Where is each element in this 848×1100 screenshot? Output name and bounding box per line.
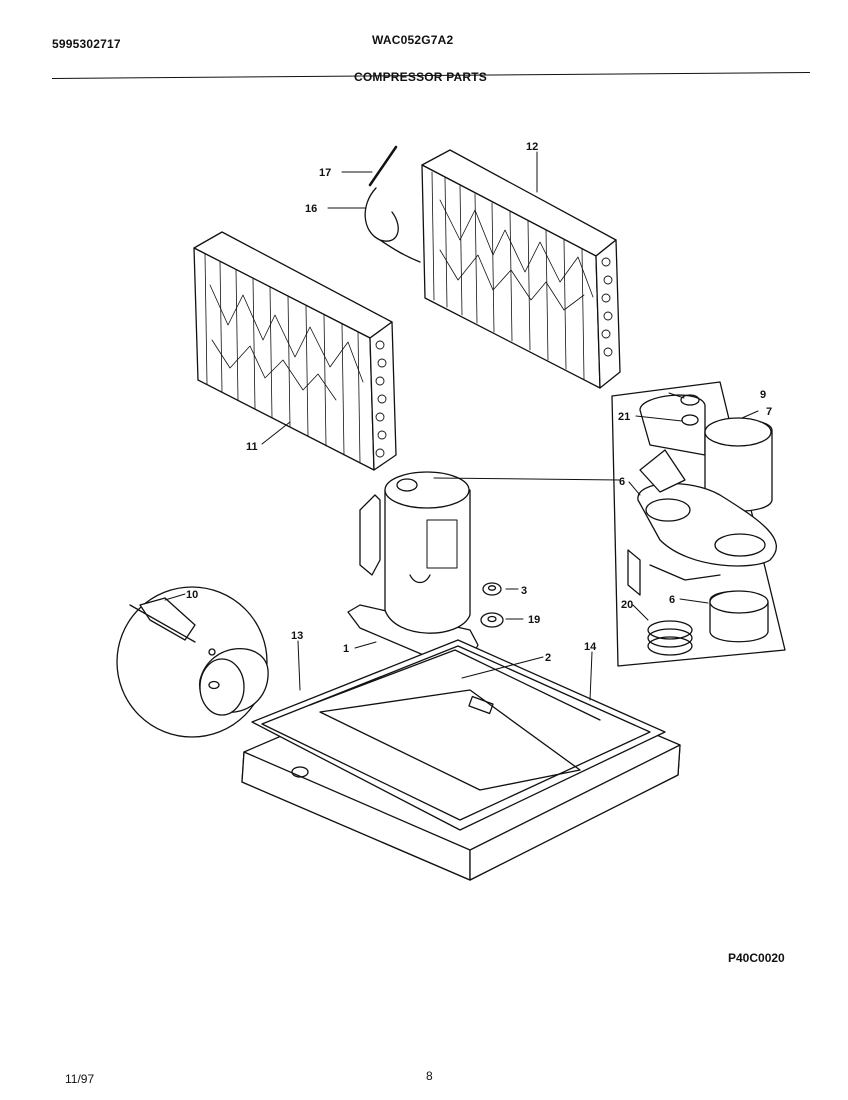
- capillary-tube: [364, 145, 421, 263]
- callout-2: 2: [545, 652, 551, 664]
- condenser-coil: [421, 149, 621, 389]
- callout-14: 14: [584, 641, 597, 653]
- grommet-3: [482, 582, 502, 596]
- model-number: WAC052G7A2: [372, 33, 454, 47]
- section-title: COMPRESSOR PARTS: [354, 70, 487, 84]
- grommet-19: [480, 612, 504, 628]
- callout-9: 9: [760, 389, 766, 401]
- callout-10: 10: [186, 589, 198, 601]
- callout-6-top: 6: [619, 476, 625, 488]
- callout-13: 13: [291, 630, 303, 642]
- drain-pan: [251, 639, 666, 831]
- evaporator-coil: [193, 231, 397, 471]
- callout-11: 11: [246, 441, 258, 453]
- callout-16: 16: [305, 203, 317, 215]
- callout-17: 17: [319, 167, 331, 179]
- leader-lines: [164, 151, 759, 701]
- page-number: 8: [426, 1069, 433, 1083]
- overload-detail: [116, 586, 269, 738]
- diagram-code: P40C0020: [728, 951, 785, 965]
- callouts: 17 16 12 11 9 21 7 6 20 6 3 19 2 1 14 13…: [186, 141, 772, 664]
- compressor: [347, 471, 479, 663]
- callout-6-bottom: 6: [669, 594, 675, 606]
- revision-date: 11/97: [65, 1072, 95, 1086]
- callout-3: 3: [521, 585, 527, 597]
- part-number: 5995302717: [52, 37, 121, 51]
- callout-1: 1: [343, 643, 349, 655]
- callout-12: 12: [526, 141, 538, 153]
- callout-21: 21: [618, 411, 630, 423]
- callout-20: 20: [621, 599, 633, 611]
- electrical-detail: [611, 381, 786, 667]
- callout-19: 19: [528, 614, 540, 626]
- callout-7: 7: [766, 406, 772, 418]
